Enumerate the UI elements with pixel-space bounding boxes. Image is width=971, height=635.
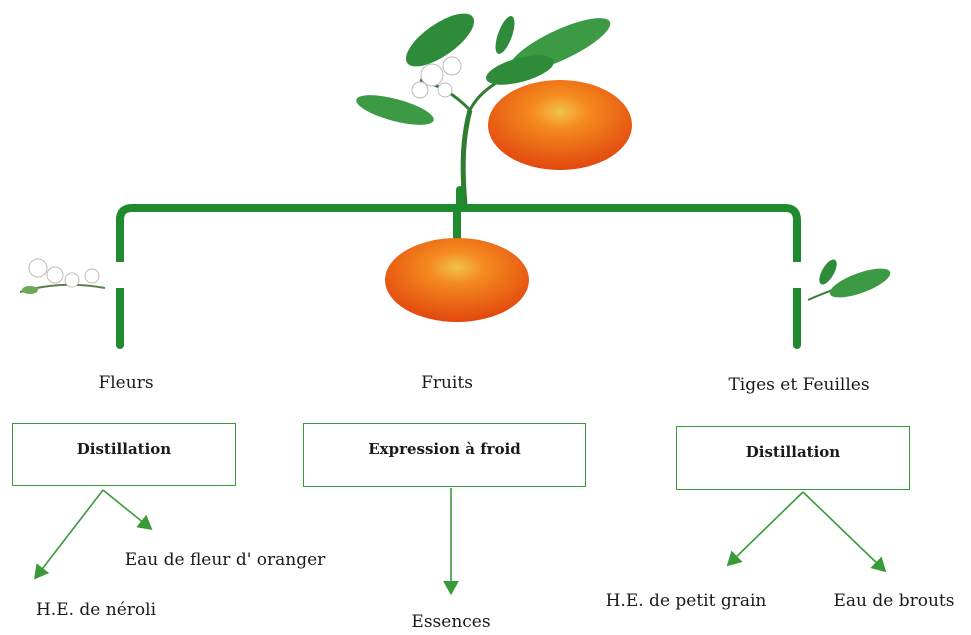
process-label-fruits: Expression à froid [368, 440, 521, 458]
product-essences: Essences [411, 612, 491, 632]
process-label-tiges-feuilles: Distillation [745, 443, 841, 461]
leaf-sprig-icon [807, 259, 891, 301]
process-arrows [34, 488, 887, 596]
category-label-fruits: Fruits [421, 373, 473, 393]
product-he-neroli: H.E. de néroli [35, 600, 157, 620]
category-label-fleurs: Fleurs [98, 373, 154, 393]
flower-sprig-icon [19, 258, 106, 294]
orange-branch-illustration [356, 13, 632, 206]
product-eau-de-brouts: Eau de brouts [833, 591, 955, 611]
process-box-tiges-feuilles: Distillation [676, 426, 910, 490]
product-he-petit-grain: H.E. de petit grain [605, 591, 767, 611]
top-orange-icon [488, 80, 632, 170]
process-label-fleurs: Distillation [76, 439, 172, 458]
process-box-fleurs: Distillation [12, 423, 236, 486]
fruit-orange-icon [385, 238, 529, 322]
product-eau-de-fleur-oranger: Eau de fleur d' oranger [124, 550, 326, 570]
process-box-fruits: Expression à froid [303, 423, 586, 487]
category-label-tiges-feuilles: Tiges et Feuilles [728, 375, 870, 395]
